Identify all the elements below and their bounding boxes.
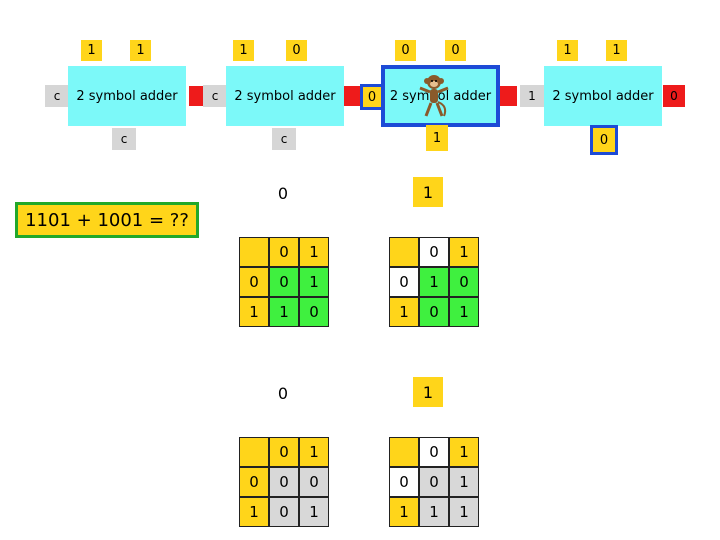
adder3-input-b: 0	[445, 40, 466, 61]
table-row-header: 0	[389, 267, 419, 297]
adder4-box[interactable]: 2 symbol adder	[544, 66, 662, 126]
table-cell: 1	[419, 497, 449, 527]
table-col-header: 1	[299, 237, 329, 267]
table-col-header: 0	[419, 437, 449, 467]
table-row-header: 1	[239, 297, 269, 327]
adder4-input-b: 1	[606, 40, 627, 61]
table-cell: 0	[419, 297, 449, 327]
table-col-header: 1	[449, 437, 479, 467]
adder3-input-a: 0	[395, 40, 416, 61]
adder1-carry-in: c	[45, 85, 69, 107]
table-cell: 1	[449, 467, 479, 497]
table-cell: 0	[419, 467, 449, 497]
adder2-carry-out: c	[272, 128, 296, 150]
table-cell: 1	[269, 297, 299, 327]
equation-text: 1101 + 1001 = ??	[25, 209, 189, 231]
adder4-carry-out: 0	[590, 125, 618, 155]
table-col-header: 0	[419, 237, 449, 267]
table-corner	[389, 437, 419, 467]
adder2-red-port	[344, 86, 360, 106]
equation-box: 1101 + 1001 = ??	[15, 202, 199, 238]
adder4-label: 2 symbol adder	[552, 88, 654, 104]
adder1-box[interactable]: 2 symbol adder	[68, 66, 186, 126]
table-cell: 1	[299, 267, 329, 297]
adder4-carry-in: 1	[520, 85, 544, 107]
adder3-label: 2 symbol adder	[389, 88, 492, 104]
table-corner	[239, 237, 269, 267]
adder1-red-port	[189, 86, 205, 106]
adder3-carry-out: 1	[426, 125, 448, 151]
table-cell: 1	[449, 297, 479, 327]
table-corner	[239, 437, 269, 467]
table-row-header: 0	[239, 467, 269, 497]
table-cell: 0	[299, 467, 329, 497]
table-cell: 0	[299, 297, 329, 327]
table-row-header: 1	[239, 497, 269, 527]
table-cell: 1	[299, 497, 329, 527]
adder2-box[interactable]: 2 symbol adder	[226, 66, 344, 126]
adder3-red-port	[500, 86, 517, 106]
adder4-input-a: 1	[557, 40, 578, 61]
table-row-header: 1	[389, 297, 419, 327]
adder4-red-port: 0	[663, 85, 685, 107]
table-col-header: 1	[449, 237, 479, 267]
table-cell: 1	[449, 497, 479, 527]
table-cell: 1	[419, 267, 449, 297]
adder1-input-a: 1	[81, 40, 102, 61]
monkey-icon	[419, 75, 449, 117]
adder2-input-a: 1	[233, 40, 254, 61]
table-row-header: 0	[239, 267, 269, 297]
table-cell: 0	[269, 497, 299, 527]
adder1-carry-out: c	[112, 128, 136, 150]
table2-right-result: 1	[413, 377, 443, 407]
table-cell: 0	[269, 467, 299, 497]
table1-left-result: 0	[277, 183, 289, 203]
adder2-input-b: 0	[286, 40, 307, 61]
adder2-label: 2 symbol adder	[234, 88, 336, 104]
table1-right-result: 1	[413, 177, 443, 207]
adder1-input-b: 1	[130, 40, 151, 61]
table-row-header: 1	[389, 497, 419, 527]
table-col-header: 1	[299, 437, 329, 467]
table-corner	[389, 237, 419, 267]
adder1-label: 2 symbol adder	[76, 88, 178, 104]
adder2-carry-in: c	[203, 85, 227, 107]
table2-left-result: 0	[277, 383, 289, 403]
table-cell: 0	[269, 267, 299, 297]
table-cell: 0	[449, 267, 479, 297]
table-col-header: 0	[269, 237, 299, 267]
table-row-header: 0	[389, 467, 419, 497]
table-col-header: 0	[269, 437, 299, 467]
